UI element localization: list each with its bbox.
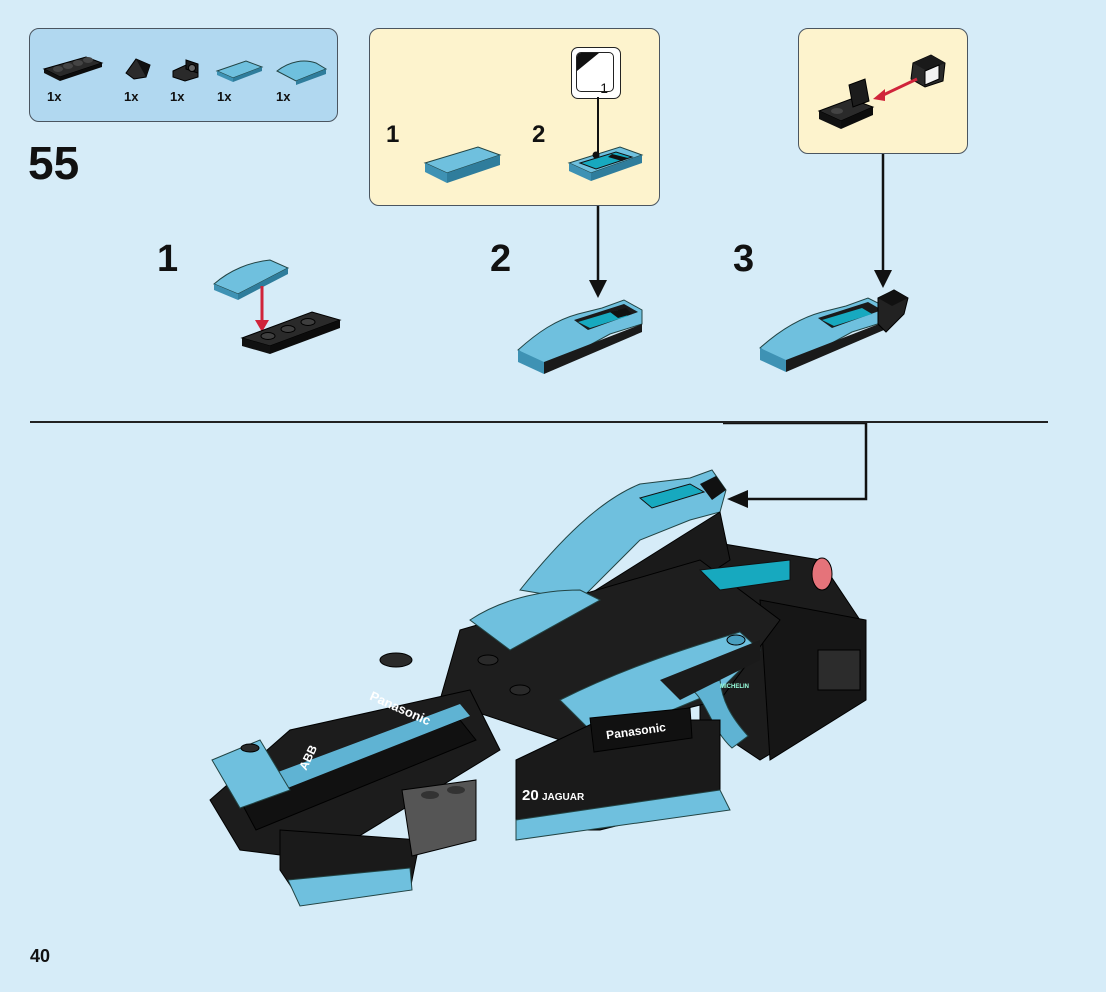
step-number: 55 bbox=[28, 137, 80, 189]
sticker-number: 20 bbox=[522, 787, 539, 804]
section-divider bbox=[30, 421, 1048, 423]
part-qty: 1x bbox=[276, 89, 291, 104]
part-qty: 1x bbox=[170, 89, 185, 104]
callout-tile-icon bbox=[423, 146, 502, 183]
substep-3-assembly bbox=[759, 289, 909, 372]
rear-plate-logo bbox=[817, 649, 861, 691]
arrow-down-icon bbox=[874, 270, 892, 288]
callout-step-1-label: 1 bbox=[386, 121, 400, 148]
part-qty: 1x bbox=[124, 89, 139, 104]
final-arrow-line bbox=[723, 421, 868, 501]
arrow-down-icon bbox=[589, 280, 607, 298]
substep-2-label: 2 bbox=[490, 238, 512, 280]
bracket-attach-icon bbox=[817, 54, 946, 129]
part-slope-icon bbox=[125, 58, 151, 80]
substep-3-label: 3 bbox=[733, 238, 755, 280]
callout-step-2-label: 2 bbox=[532, 121, 546, 148]
sticker-reference: 1 bbox=[571, 47, 621, 99]
part-qty: 1x bbox=[217, 89, 232, 104]
page-number: 40 bbox=[30, 946, 51, 966]
part-qty: 1x bbox=[47, 89, 62, 104]
sticker-michelin: MICHELIN bbox=[720, 684, 749, 690]
sticker-number: 1 bbox=[600, 80, 608, 96]
sticker-jaguar: JAGUAR bbox=[542, 792, 585, 803]
bracket-callout bbox=[798, 28, 968, 154]
part-plate-1x4-icon bbox=[42, 56, 104, 81]
substep-1-assembly bbox=[213, 259, 342, 354]
parts-list-box: 1x 1x 1x 1x 1x bbox=[29, 28, 338, 122]
arrow-left-icon bbox=[727, 490, 748, 508]
part-bracket-icon bbox=[172, 59, 199, 82]
substep-2-assembly bbox=[517, 299, 643, 374]
part-curved-slope-icon bbox=[276, 60, 328, 85]
callout-tile-with-sticker-icon bbox=[567, 146, 644, 181]
part-tile-icon bbox=[215, 60, 264, 82]
substep-1-label: 1 bbox=[157, 238, 179, 280]
